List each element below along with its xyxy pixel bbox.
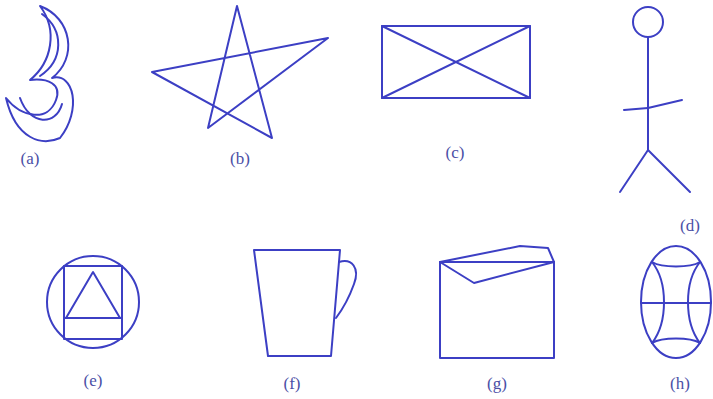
figure-label: (d) xyxy=(680,217,700,234)
rectangle-cross-figure xyxy=(382,26,530,98)
stick-figure xyxy=(620,7,690,192)
figure-label: (h) xyxy=(670,375,690,392)
crescent-figure xyxy=(6,6,73,141)
figure-label: (g) xyxy=(487,375,507,392)
figure-label: (e) xyxy=(84,372,103,389)
envelope-figure xyxy=(440,246,554,358)
circle-square-triangle-figure xyxy=(47,256,139,348)
figure-label: (c) xyxy=(446,144,465,161)
figure-label: (f) xyxy=(284,375,301,392)
cup-figure xyxy=(254,250,356,356)
figure-label: (a) xyxy=(21,150,40,167)
star-figure xyxy=(152,6,328,138)
ellipse-figure xyxy=(641,246,711,358)
figure-label: (b) xyxy=(230,150,250,167)
